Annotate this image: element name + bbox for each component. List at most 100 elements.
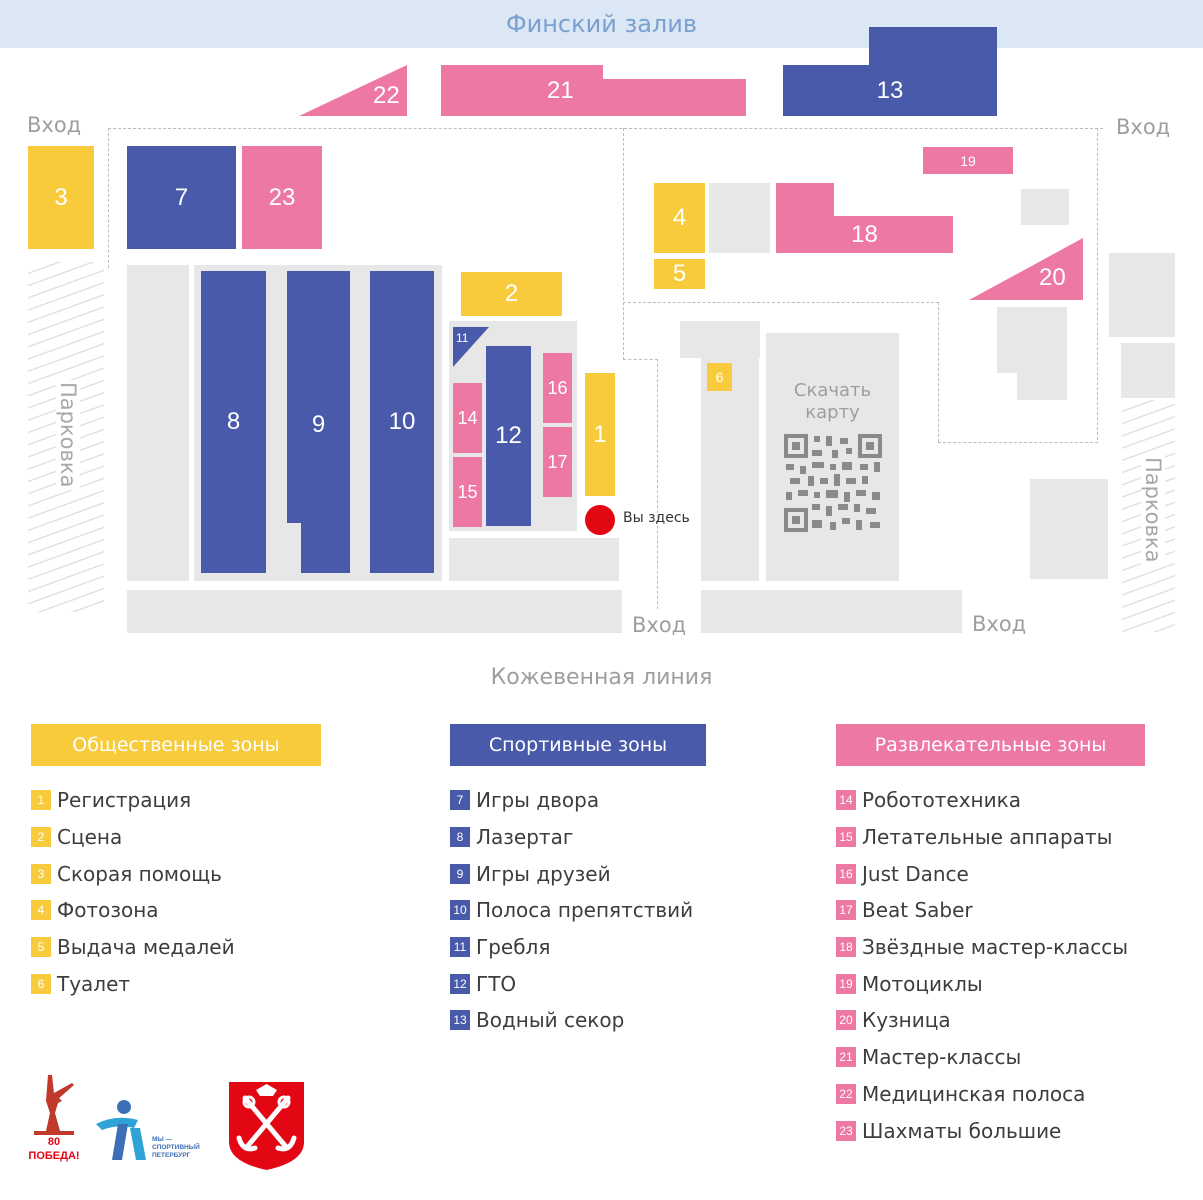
- zone-8[interactable]: 8: [201, 271, 266, 573]
- zone-6[interactable]: 6: [707, 363, 732, 391]
- zone-9-shape[interactable]: [287, 271, 350, 523]
- grey-block-small-right: [1021, 189, 1069, 225]
- boundary-mid-vertical: [623, 128, 624, 360]
- grey-block-far-right-2: [1121, 343, 1175, 398]
- zone-18-shape-top[interactable]: [776, 183, 834, 218]
- grey-block-tall-column: [701, 321, 759, 581]
- download-map-label: Скачать карту: [793, 380, 872, 423]
- event-map: Вход Вход Вход Вход Парковка Парковка Ск…: [27, 27, 1175, 690]
- zone-12[interactable]: 12: [486, 346, 531, 526]
- entrance-label-bottom-mid: Вход: [632, 613, 687, 637]
- legend-sport-title: Спортивные зоны: [450, 724, 706, 766]
- zone-1[interactable]: 1: [585, 373, 615, 496]
- zone-15[interactable]: 15: [453, 457, 482, 527]
- zone-5[interactable]: 5: [654, 259, 705, 289]
- victory-monument-icon: [34, 1075, 74, 1135]
- boundary-left-vertical: [108, 128, 109, 268]
- zone-22-triangle: [299, 65, 407, 116]
- zone-23[interactable]: 23: [242, 146, 322, 249]
- zone-18[interactable]: 18: [776, 216, 953, 253]
- zone-2[interactable]: 2: [461, 272, 562, 316]
- boundary-mid-step-down: [657, 359, 658, 609]
- zone-11[interactable]: 11: [453, 327, 489, 367]
- sport-spb-logo: МЫ — СПОРТИВНЫЙ ПЕТЕРБУРГ: [94, 1098, 214, 1164]
- zone-3[interactable]: 3: [28, 146, 94, 249]
- boundary-mid-horizontal: [623, 302, 939, 303]
- spb-coat-of-arms-logo: [229, 1082, 304, 1170]
- boundary-right-horizontal: [938, 442, 1098, 443]
- entrance-label-top-right: Вход: [1116, 115, 1171, 139]
- you-are-here-label: Вы здесь: [623, 510, 690, 526]
- street-label: Кожевенная линия: [490, 665, 713, 690]
- grey-block-left-column: [127, 265, 189, 581]
- zone-22[interactable]: 22: [299, 65, 407, 116]
- zone-20[interactable]: 20: [969, 238, 1083, 300]
- zone-19[interactable]: 19: [923, 147, 1013, 174]
- boundary-mid-right: [938, 302, 939, 442]
- grey-block-far-right: [1109, 253, 1175, 337]
- zone-21-shape-top[interactable]: [441, 65, 603, 83]
- zone-14[interactable]: 14: [453, 383, 482, 453]
- boundary-top: [108, 128, 1103, 129]
- zone-4[interactable]: 4: [654, 183, 705, 253]
- grey-block-right-mid: [997, 307, 1067, 373]
- sport-spb-text: МЫ — СПОРТИВНЫЙ ПЕТЕРБУРГ: [152, 1136, 200, 1159]
- zone-13-shape-top[interactable]: [869, 27, 997, 67]
- qr-code[interactable]: [782, 432, 884, 534]
- zone-10[interactable]: 10: [370, 271, 434, 573]
- entrance-label-top-left: Вход: [27, 113, 82, 137]
- coat-of-arms-icon: [229, 1082, 304, 1170]
- parking-label-right: Парковка: [1141, 455, 1165, 565]
- sea-label: Финский залив: [0, 0, 1203, 48]
- grey-block-bottom-right: [701, 590, 962, 633]
- zone-13[interactable]: 13: [783, 65, 997, 116]
- zone-16[interactable]: 16: [543, 353, 572, 423]
- legend-entertainment-title: Развлекательные зоны: [836, 724, 1145, 766]
- zone-17[interactable]: 17: [543, 427, 572, 497]
- zone-9-shape-lower[interactable]: [301, 520, 350, 573]
- you-are-here-marker: [585, 505, 615, 535]
- boundary-right-top: [1097, 128, 1098, 440]
- boundary-mid-step: [623, 359, 658, 360]
- victory-80-logo: 80 ПОБЕДА!: [28, 1073, 80, 1169]
- grey-block-bottom-long: [127, 590, 622, 633]
- zone-9[interactable]: 9: [311, 411, 326, 438]
- sport-spb-figure-icon: [96, 1100, 146, 1160]
- zone-20-triangle: [969, 238, 1083, 300]
- grey-block-near-4: [709, 183, 770, 253]
- zone-7[interactable]: 7: [127, 146, 236, 249]
- grey-block-right-mid-2: [1017, 372, 1067, 400]
- grey-block-column-top: [680, 321, 760, 358]
- grey-block-right-low: [1030, 479, 1108, 579]
- zone-11-triangle: [453, 327, 489, 367]
- qr-code-graphic: [782, 432, 884, 534]
- zone-21[interactable]: 21: [441, 77, 746, 116]
